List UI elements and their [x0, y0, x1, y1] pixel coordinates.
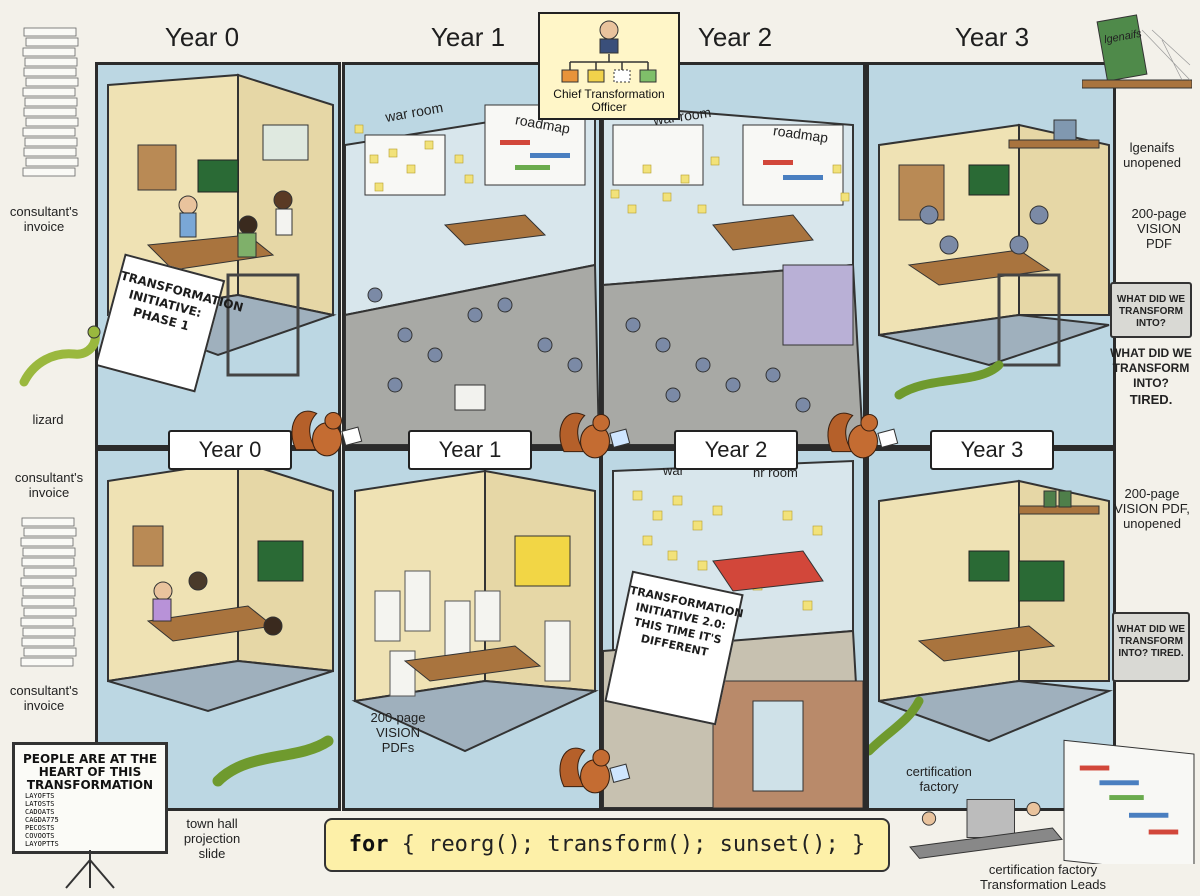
loop-body: { reorg(); transform(); sunset(); }	[401, 832, 866, 857]
office-scene-year3-top	[869, 65, 1113, 445]
year-label-top-2: Year 2	[697, 22, 773, 52]
book-shelf-icon	[1082, 14, 1192, 89]
squirrel-icon	[827, 412, 899, 459]
vision-pdfs-center: 200-page VISION PDFs	[370, 710, 426, 755]
panel-top-year2: war room roadmap	[600, 62, 866, 448]
town-hall-label: town hall projection slide	[183, 816, 241, 861]
legends-unopened: lgenaifs unopened	[1123, 140, 1181, 170]
year-label-bottom-0: Year 0	[168, 430, 292, 470]
lizard-label: lizard	[32, 412, 64, 427]
plaque-top: WHAT DID WE TRANSFORM INTO?	[1110, 282, 1192, 338]
year-label-bottom-3: Year 3	[930, 430, 1054, 470]
projector-bullets: LAYOFTS LATOSTS CADOATS CAGDA775 PECOSTS…	[15, 792, 165, 848]
squirrel-icon	[559, 412, 631, 459]
year-label-top-3: Year 3	[954, 22, 1030, 52]
projector-slide-title: PEOPLE ARE AT THE HEART OF THIS TRANSFOR…	[22, 752, 158, 792]
vision-pdf-top: 200-page VISION PDF	[1131, 206, 1187, 251]
projector-bullet: PECOSTS	[25, 824, 55, 832]
plaque-bottom: WHAT DID WE TRANSFORM INTO? TIRED.	[1112, 612, 1190, 682]
cto-org-chart: Chief Transformation Officer	[538, 12, 680, 120]
office-scene-year0-bottom	[98, 451, 338, 808]
panel-top-year0: TRANSFORMATION INITIATIVE: PHASE 1	[95, 62, 341, 448]
office-scene-year1-bottom	[345, 451, 599, 808]
year-label-top-1: Year 1	[430, 22, 506, 52]
paper-stack-icon	[20, 517, 77, 667]
projector-bullet: LATOSTS	[25, 800, 55, 808]
office-scene-year2-top	[603, 65, 863, 445]
conveyor-belt-icon	[909, 799, 1063, 859]
tired-label: TIRED.	[1129, 392, 1173, 407]
loop-keyword: for	[348, 832, 389, 857]
office-scene-year1-top	[345, 65, 599, 445]
year-label-bottom-1: Year 1	[408, 430, 532, 470]
projector-bullet: CADOATS	[25, 808, 55, 816]
reorg-loop-code: for { reorg(); transform(); sunset(); }	[324, 818, 890, 872]
gantt-chart-icon	[1063, 739, 1195, 864]
certification-factory-label: certification factory	[906, 764, 972, 794]
office-scene-year0-top	[98, 65, 338, 445]
org-chart-icon	[561, 20, 657, 83]
squirrel-icon	[291, 410, 363, 457]
panel-bottom-year1	[342, 448, 602, 811]
what-did-we-label: WHAT DID WE TRANSFORM INTO?	[1110, 346, 1192, 390]
panel-top-year1: war room roadmap	[342, 62, 602, 448]
paper-stack-icon	[22, 27, 79, 177]
projector-screen-icon: PEOPLE ARE AT THE HEART OF THIS TRANSFOR…	[12, 742, 168, 854]
consultants-invoice-low: consultant's invoice	[9, 683, 79, 713]
projector-bullet: COVOOTS	[25, 832, 55, 840]
year-label-bottom-2: Year 2	[674, 430, 798, 470]
office-scene-year3-bottom	[869, 451, 1113, 808]
lizard-icon	[19, 325, 101, 387]
cto-title: Chief Transformation Officer	[553, 87, 665, 114]
vision-pdf-bottom: 200-page VISION PDF, unopened	[1114, 486, 1190, 531]
cert-leads-line1: certification factory	[988, 862, 1098, 877]
projector-bullet: LAYOFTS	[25, 792, 55, 800]
projector-bullet: CAGDA775	[25, 816, 59, 824]
projector-bullet: LAYOPTTS	[25, 840, 59, 848]
panel-bottom-year0	[95, 448, 341, 811]
panel-top-year3	[866, 62, 1116, 448]
cert-leads-line2: Transformation Leads	[980, 877, 1106, 892]
consultants-invoice-mid: consultant's invoice	[14, 470, 84, 500]
consultants-invoice-top: consultant's invoice	[9, 204, 79, 234]
year-label-top-0: Year 0	[164, 22, 240, 52]
projector-tripod-icon	[65, 850, 115, 889]
panel-bottom-year2: war nr room TRANSFORMATION INITIATIVE 2.…	[600, 448, 866, 811]
squirrel-icon	[559, 747, 631, 794]
